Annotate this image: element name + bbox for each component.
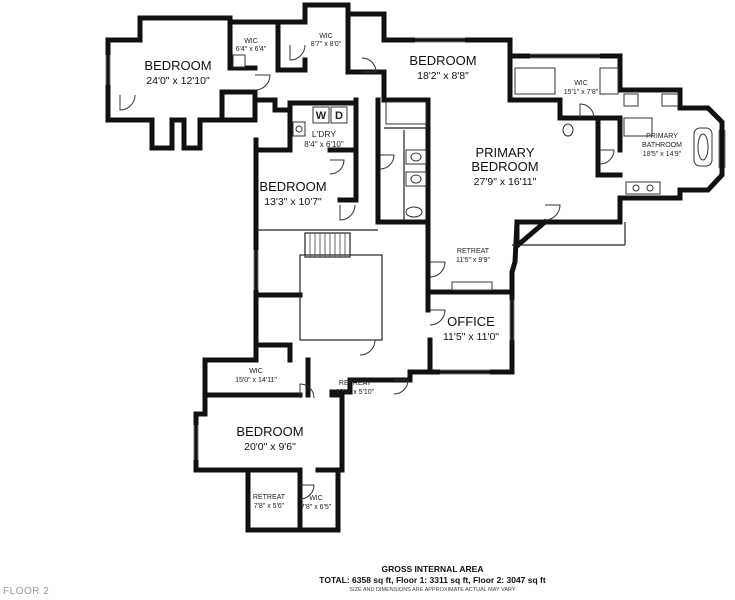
- room-dims-office: 11'5" x 11'0": [443, 331, 499, 343]
- washer-box: [312, 106, 330, 124]
- gross-area-title: GROSS INTERNAL AREA: [381, 564, 484, 574]
- room-name-primary-bathroom-2: BATHROOM: [642, 142, 682, 149]
- room-name-retreat-lower: RETREAT: [339, 380, 372, 387]
- room-dims-wic-lower: 15'0" x 14'11": [235, 377, 277, 384]
- floor-label: FLOOR 2: [3, 586, 50, 597]
- room-name-primary-bedroom-1: PRIMARY: [476, 145, 535, 160]
- staircase: [304, 232, 351, 258]
- room-dims-primary-bedroom: 27'9" x 16'11": [474, 176, 537, 188]
- windows: [105, 37, 726, 460]
- dryer-box: [330, 106, 348, 124]
- room-dims-wic-small: 7'8" x 6'5": [301, 504, 332, 511]
- room-name-retreat-upper: RETREAT: [457, 248, 490, 255]
- room-dims-laundry: 8'4" x 6'10": [304, 140, 344, 149]
- room-dims-wic-nw: 6'4" x 6'4": [236, 46, 267, 53]
- room-name-bedroom-ne: BEDROOM: [409, 53, 476, 68]
- room-name-wic-lower: WIC: [249, 368, 263, 375]
- room-dims-bedroom-mid: 13'3" x 10'7": [264, 196, 322, 208]
- room-dims-wic-primary: 15'1" x 7'8": [564, 89, 599, 96]
- room-dims-wic-top: 8'7" x 8'0": [311, 41, 342, 48]
- room-name-bedroom-nw: BEDROOM: [144, 58, 211, 73]
- room-name-wic-primary: WIC: [574, 80, 588, 87]
- room-name-primary-bathroom-1: PRIMARY: [646, 133, 678, 140]
- fixtures: [232, 54, 713, 291]
- thin-partitions: [256, 127, 626, 341]
- room-labels: BEDROOM 24'0" x 12'10" WIC 6'4" x 6'4" W…: [144, 33, 682, 511]
- room-dims-retreat-small: 7'8" x 5'6": [254, 503, 285, 510]
- gross-area-total: TOTAL: 6358 sq ft, Floor 1: 3311 sq ft, …: [319, 575, 546, 585]
- room-name-office: OFFICE: [447, 314, 495, 329]
- washer-label: W: [316, 110, 327, 122]
- room-name-wic-nw: WIC: [244, 38, 258, 45]
- room-name-wic-top: WIC: [319, 33, 333, 40]
- room-dims-bedroom-ne: 18'2" x 8'8": [417, 70, 469, 82]
- room-dims-bedroom-sw: 20'0" x 9'6": [244, 441, 296, 453]
- room-dims-retreat-lower: 13'4" x 5'10": [336, 389, 375, 396]
- interior-walls: [202, 11, 623, 533]
- dryer-label: D: [335, 110, 343, 122]
- room-name-wic-small: WIC: [309, 495, 323, 502]
- doors: [119, 44, 615, 500]
- gross-area-note: SIZE AND DIMENSIONS ARE APPROXIMATE ACTU…: [349, 587, 516, 593]
- room-name-primary-bedroom-2: BEDROOM: [471, 159, 538, 174]
- room-name-retreat-small: RETREAT: [253, 494, 286, 501]
- room-dims-retreat-upper: 11'5" x 9'9": [456, 257, 490, 264]
- room-name-bedroom-mid: BEDROOM: [259, 179, 326, 194]
- room-dims-bedroom-nw: 24'0" x 12'10": [146, 75, 210, 87]
- room-name-laundry: L'DRY: [312, 129, 336, 139]
- room-dims-primary-bathroom: 18'5" x 14'9": [643, 151, 682, 158]
- room-name-bedroom-sw: BEDROOM: [236, 424, 303, 439]
